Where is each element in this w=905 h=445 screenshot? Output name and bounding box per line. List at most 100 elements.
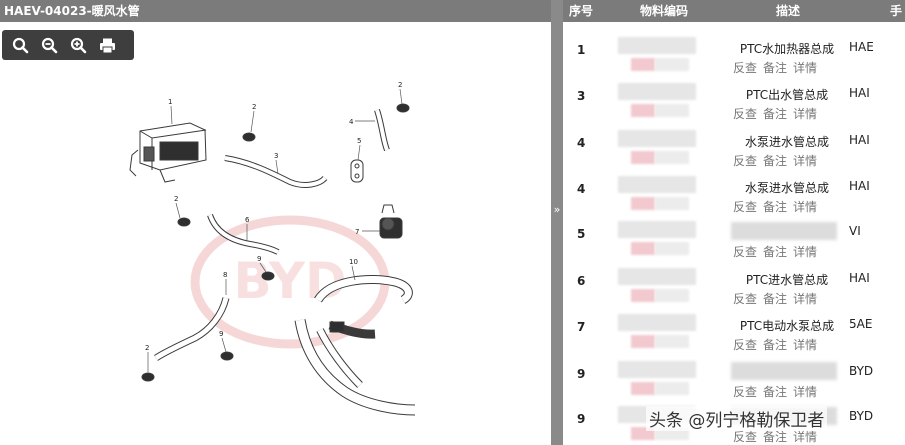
callout-3: 3 (274, 152, 278, 160)
header-part-code: 物料编码 (640, 4, 689, 18)
callout-9a: 9 (257, 255, 261, 263)
table-header: 序号 物料编码 描述 手 (563, 0, 905, 22)
row-hand: HAI (849, 179, 870, 193)
blurred-part-code (631, 151, 655, 164)
note-link[interactable]: 备注 (763, 245, 788, 259)
blurred-part-code (631, 289, 655, 302)
reverse-lookup-link[interactable]: 反查 (733, 338, 758, 352)
reverse-lookup-link[interactable]: 反查 (733, 107, 758, 121)
watermark-text: 头条 @列宁格勒保卫者 (646, 406, 828, 431)
row-description: PTC电动水泵总成 (739, 319, 835, 333)
reverse-lookup-link[interactable]: 反查 (733, 154, 758, 168)
header-hand: 手 (890, 4, 903, 18)
print-icon[interactable] (98, 36, 116, 54)
details-link[interactable]: 详情 (793, 61, 818, 75)
note-link[interactable]: 备注 (763, 292, 788, 306)
reverse-lookup-link[interactable]: 反查 (733, 385, 758, 399)
zoom-in-icon[interactable] (69, 36, 87, 54)
double-chevron-right-icon[interactable]: » (553, 203, 561, 216)
row-description: PTC出水管总成 (745, 88, 829, 102)
row-hand: HAI (849, 86, 870, 100)
callout-10: 10 (349, 258, 358, 266)
callout-9b: 9 (219, 330, 223, 338)
note-link[interactable]: 备注 (763, 338, 788, 352)
zoom-icon[interactable] (11, 36, 29, 54)
parts-diagram: BYD (129, 81, 416, 416)
table-row[interactable]: 3 PTC出水管总成反查备注详情 HAI (563, 76, 905, 123)
blurred-part-code (655, 197, 689, 210)
blurred-part-code (631, 382, 655, 395)
callout-2a: 2 (252, 103, 256, 111)
blurred-part-code (655, 104, 689, 117)
blurred-description (731, 362, 837, 380)
callout-4: 4 (349, 118, 354, 126)
blurred-part-code (631, 335, 655, 348)
note-link[interactable]: 备注 (763, 61, 788, 75)
details-link[interactable]: 详情 (793, 430, 818, 444)
blurred-part-code (618, 83, 696, 100)
blurred-part-code (618, 361, 696, 378)
blurred-part-code (655, 58, 689, 71)
row-seq: 3 (577, 89, 586, 103)
row-description: PTC水加热器总成 (739, 42, 835, 56)
ptc-heater-drawing (129, 122, 207, 183)
row-seq: 9 (577, 367, 586, 381)
row-actions: 反查备注详情 (733, 243, 823, 260)
note-link[interactable]: 备注 (763, 107, 788, 121)
blurred-part-code (618, 130, 696, 147)
details-link[interactable]: 详情 (793, 338, 818, 352)
clamps (141, 103, 410, 382)
reverse-lookup-link[interactable]: 反查 (733, 245, 758, 259)
blurred-part-code (618, 37, 696, 54)
note-link[interactable]: 备注 (763, 200, 788, 214)
row-actions: 反查备注详情 (733, 198, 823, 215)
row-seq: 7 (577, 320, 586, 334)
note-link[interactable]: 备注 (763, 154, 788, 168)
pipe-10-assembly (294, 274, 416, 416)
panel-splitter[interactable]: » (551, 0, 563, 445)
callout-5: 5 (357, 137, 361, 145)
reverse-lookup-link[interactable]: 反查 (733, 61, 758, 75)
row-hand: VI (849, 224, 861, 238)
details-link[interactable]: 详情 (793, 154, 818, 168)
note-link[interactable]: 备注 (763, 430, 788, 444)
blurred-part-code (655, 335, 689, 348)
reverse-lookup-link[interactable]: 反查 (733, 200, 758, 214)
callout-6: 6 (245, 216, 250, 224)
diagram-panel: HAEV-04023-暖风水管 BYD (0, 0, 551, 416)
blurred-part-code (618, 314, 696, 331)
reverse-lookup-link[interactable]: 反查 (733, 292, 758, 306)
blurred-part-code (631, 104, 655, 117)
note-link[interactable]: 备注 (763, 385, 788, 399)
row-description: 水泵进水管总成 (744, 135, 829, 149)
row-actions: 反查备注详情 (733, 428, 823, 445)
row-actions: 反查备注详情 (733, 290, 823, 307)
row-description: PTC进水管总成 (745, 273, 829, 287)
details-link[interactable]: 详情 (793, 245, 818, 259)
header-seq: 序号 (569, 4, 594, 18)
details-link[interactable]: 详情 (793, 385, 818, 399)
zoom-out-icon[interactable] (40, 36, 58, 54)
row-actions: 反查备注详情 (733, 336, 823, 353)
blurred-description (731, 222, 837, 240)
row-actions: 反查备注详情 (733, 105, 823, 122)
row-hand: HAI (849, 271, 870, 285)
details-link[interactable]: 详情 (793, 107, 818, 121)
reverse-lookup-link[interactable]: 反查 (733, 430, 758, 444)
blurred-part-code (655, 382, 689, 395)
details-link[interactable]: 详情 (793, 200, 818, 214)
svg-text:BYD: BYD (233, 252, 346, 310)
callout-2c: 2 (145, 344, 149, 352)
details-link[interactable]: 详情 (793, 292, 818, 306)
blurred-part-code (631, 197, 655, 210)
row-hand: HAE (849, 40, 874, 54)
